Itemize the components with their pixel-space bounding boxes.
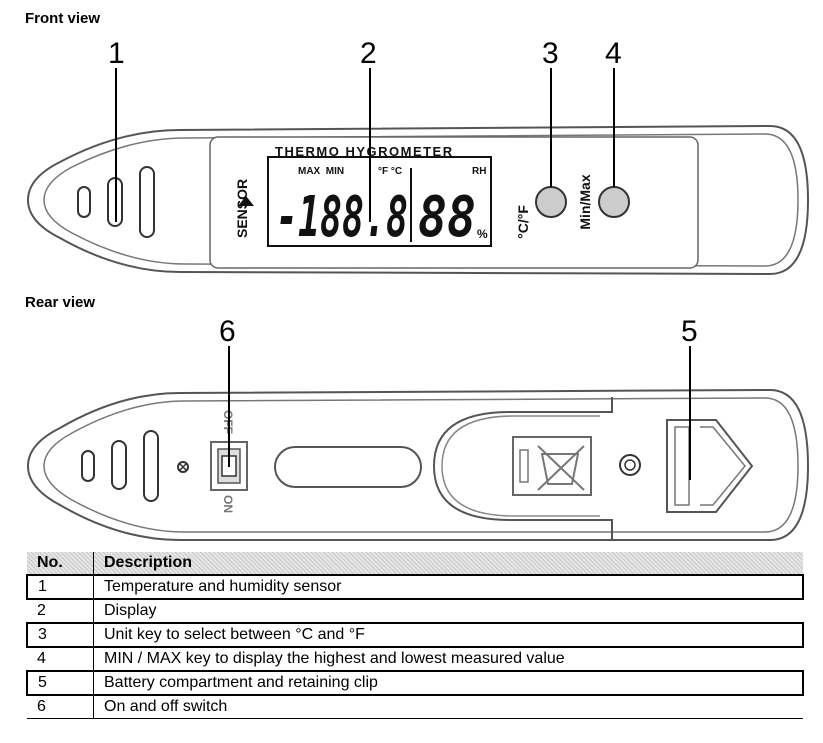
lcd-title: THERMO HYGROMETER: [275, 144, 454, 159]
callout-6: 6: [219, 315, 236, 348]
callout-3: 3: [542, 37, 559, 70]
row-no: 1: [26, 574, 94, 600]
row-no: 2: [27, 599, 94, 624]
rear-vent: [143, 430, 159, 502]
minmax-key-label: Min/Max: [577, 174, 593, 229]
callout-5: 5: [681, 315, 698, 348]
callout-1: 1: [108, 37, 125, 70]
rear-vent: [111, 440, 127, 490]
row-no: 3: [26, 622, 94, 648]
battery-clip: [432, 397, 613, 540]
lcd-humidity-digits: 88: [418, 185, 476, 250]
row-description: Battery compartment and retaining clip: [93, 670, 804, 696]
row-description: Unit key to select between °C and °F: [93, 622, 804, 648]
row-no: 5: [26, 670, 94, 696]
unit-key-label: °C/°F: [515, 205, 531, 239]
rear-device: OFF ON: [26, 388, 810, 541]
switch-on-label: ON: [221, 495, 235, 513]
table-row: 4 MIN / MAX key to display the highest a…: [27, 647, 803, 672]
sensor-arrow-icon: [238, 196, 254, 206]
lcd-max-min: MAX MIN: [298, 166, 344, 177]
lcd-temperature-digits: -188.8: [276, 185, 408, 250]
header-no: No.: [27, 552, 94, 576]
sensor-vent: [139, 166, 155, 238]
description-table: No. Description 1 Temperature and humidi…: [26, 552, 804, 719]
table-row: 1 Temperature and humidity sensor: [26, 574, 804, 600]
row-description: On and off switch: [93, 695, 803, 719]
rear-vent: [81, 450, 95, 482]
front-view-title: Front view: [25, 10, 101, 27]
rear-recess: [274, 446, 422, 488]
table-row: 5 Battery compartment and retaining clip: [26, 670, 804, 696]
unit-key-button: [535, 186, 567, 218]
lcd-percent: %: [477, 227, 488, 241]
table-row: 3 Unit key to select between °C and °F: [26, 622, 804, 648]
callout-4: 4: [605, 37, 622, 70]
lcd-panel: [267, 156, 492, 247]
table-header-row: No. Description: [27, 552, 803, 576]
row-description: Temperature and humidity sensor: [93, 574, 804, 600]
lcd-units: °F °C: [378, 166, 402, 177]
table-row: 2 Display: [27, 599, 803, 624]
minmax-key-button: [598, 186, 630, 218]
row-description: MIN / MAX key to display the highest and…: [93, 647, 803, 672]
sensor-label: SENSOR: [234, 179, 250, 238]
callout-2: 2: [360, 37, 377, 70]
row-no: 4: [27, 647, 94, 672]
row-no: 6: [27, 695, 94, 719]
sensor-vent: [77, 186, 91, 218]
rear-view-title: Rear view: [25, 294, 96, 311]
table-row: 6 On and off switch: [27, 695, 803, 719]
front-device: SENSOR THERMO HYGROMETER MAX MIN °F °C R…: [26, 124, 810, 276]
header-description: Description: [93, 552, 803, 576]
device-drawing: SENSOR THERMO HYGROMETER MAX MIN °F °C R…: [26, 37, 810, 541]
lcd-rh: RH: [472, 166, 486, 177]
row-description: Display: [93, 599, 803, 624]
